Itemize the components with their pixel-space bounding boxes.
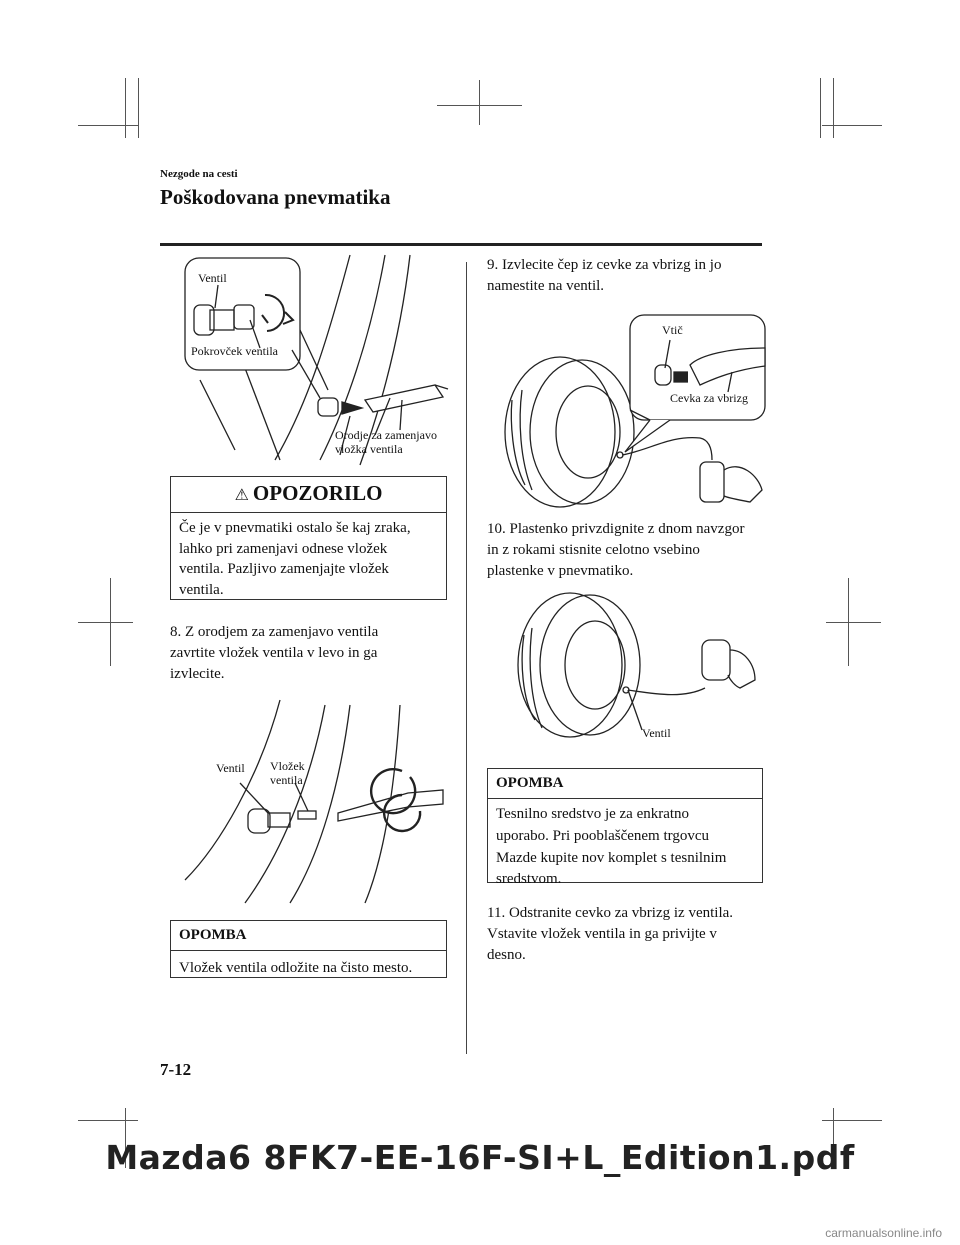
crop-mark [437, 105, 522, 106]
label-cevka: Cevka za vbrizg [670, 391, 748, 405]
section-label: Nezgode na cesti [160, 168, 238, 180]
column-divider [466, 262, 467, 1054]
header-rule [160, 243, 762, 246]
crop-mark [78, 1120, 138, 1121]
figure-valve-core-removal [184, 699, 444, 904]
footer-filename: Mazda6 8FK7-EE-16F-SI+L_Edition1.pdf [105, 1138, 855, 1177]
warning-icon: ⚠ [234, 485, 249, 504]
warning-text: Če je v pnevmatiki ostalo še kaj zraka, … [179, 520, 411, 599]
crop-mark [833, 78, 834, 138]
page-title: Poškodovana pnevmatika [160, 185, 391, 209]
step-11: 11. Odstranite cevko za vbrizg iz ventil… [487, 905, 734, 963]
crop-mark [820, 78, 821, 138]
page-number: 7-12 [160, 1060, 192, 1079]
crop-mark [78, 622, 133, 623]
figure-squeeze-bottle [517, 592, 756, 738]
crop-mark [125, 78, 126, 138]
warning-box: ⚠ OPOZORILO Če je v pnevmatiki ostalo še… [170, 476, 447, 600]
step-9: 9. Izvlecite čep iz cevke za vbrizg in j… [487, 257, 722, 294]
note-box-2: OPOMBA Tesnilno sredstvo je za enkratno … [487, 768, 763, 887]
note-title-1: OPOMBA [171, 921, 446, 951]
note-box-1: OPOMBA Vložek ventila odložite na čisto … [170, 920, 447, 978]
step-8: 8. Z orodjem za zamenjavo ventila zavrti… [170, 624, 379, 682]
step-10: 10. Plastenko privzdignite z dnom navzgo… [487, 521, 745, 579]
figure-valve-tool [184, 254, 449, 466]
figure-injection-hose [504, 314, 766, 508]
warning-header: ⚠ OPOZORILO [171, 477, 446, 513]
crop-mark [125, 1108, 126, 1168]
note-text-1: Vložek ventila odložite na čisto mesto. [179, 960, 413, 976]
crop-mark [138, 78, 139, 138]
watermark: carmanualsonline.info [825, 1226, 942, 1240]
label-vlozek: Vložek ventila [270, 759, 305, 787]
crop-mark [826, 622, 881, 623]
crop-mark [78, 125, 138, 126]
label-ventil-2: Ventil [216, 761, 245, 775]
crop-mark [822, 1120, 882, 1121]
warning-title: OPOZORILO [252, 481, 383, 505]
label-orodje: Orodje za zamenjavo vložka ventila [335, 428, 437, 456]
crop-mark [833, 1108, 834, 1168]
crop-mark [822, 125, 882, 126]
note-title-2: OPOMBA [488, 769, 762, 799]
crop-mark [479, 80, 480, 125]
label-ventil-1: Ventil [198, 271, 227, 285]
label-ventil-4: Ventil [642, 726, 671, 740]
label-vtic: Vtič [662, 323, 683, 337]
label-pokrovcek: Pokrovček ventila [191, 344, 278, 358]
note-text-2: Tesnilno sredstvo je za enkratno uporabo… [496, 806, 727, 888]
